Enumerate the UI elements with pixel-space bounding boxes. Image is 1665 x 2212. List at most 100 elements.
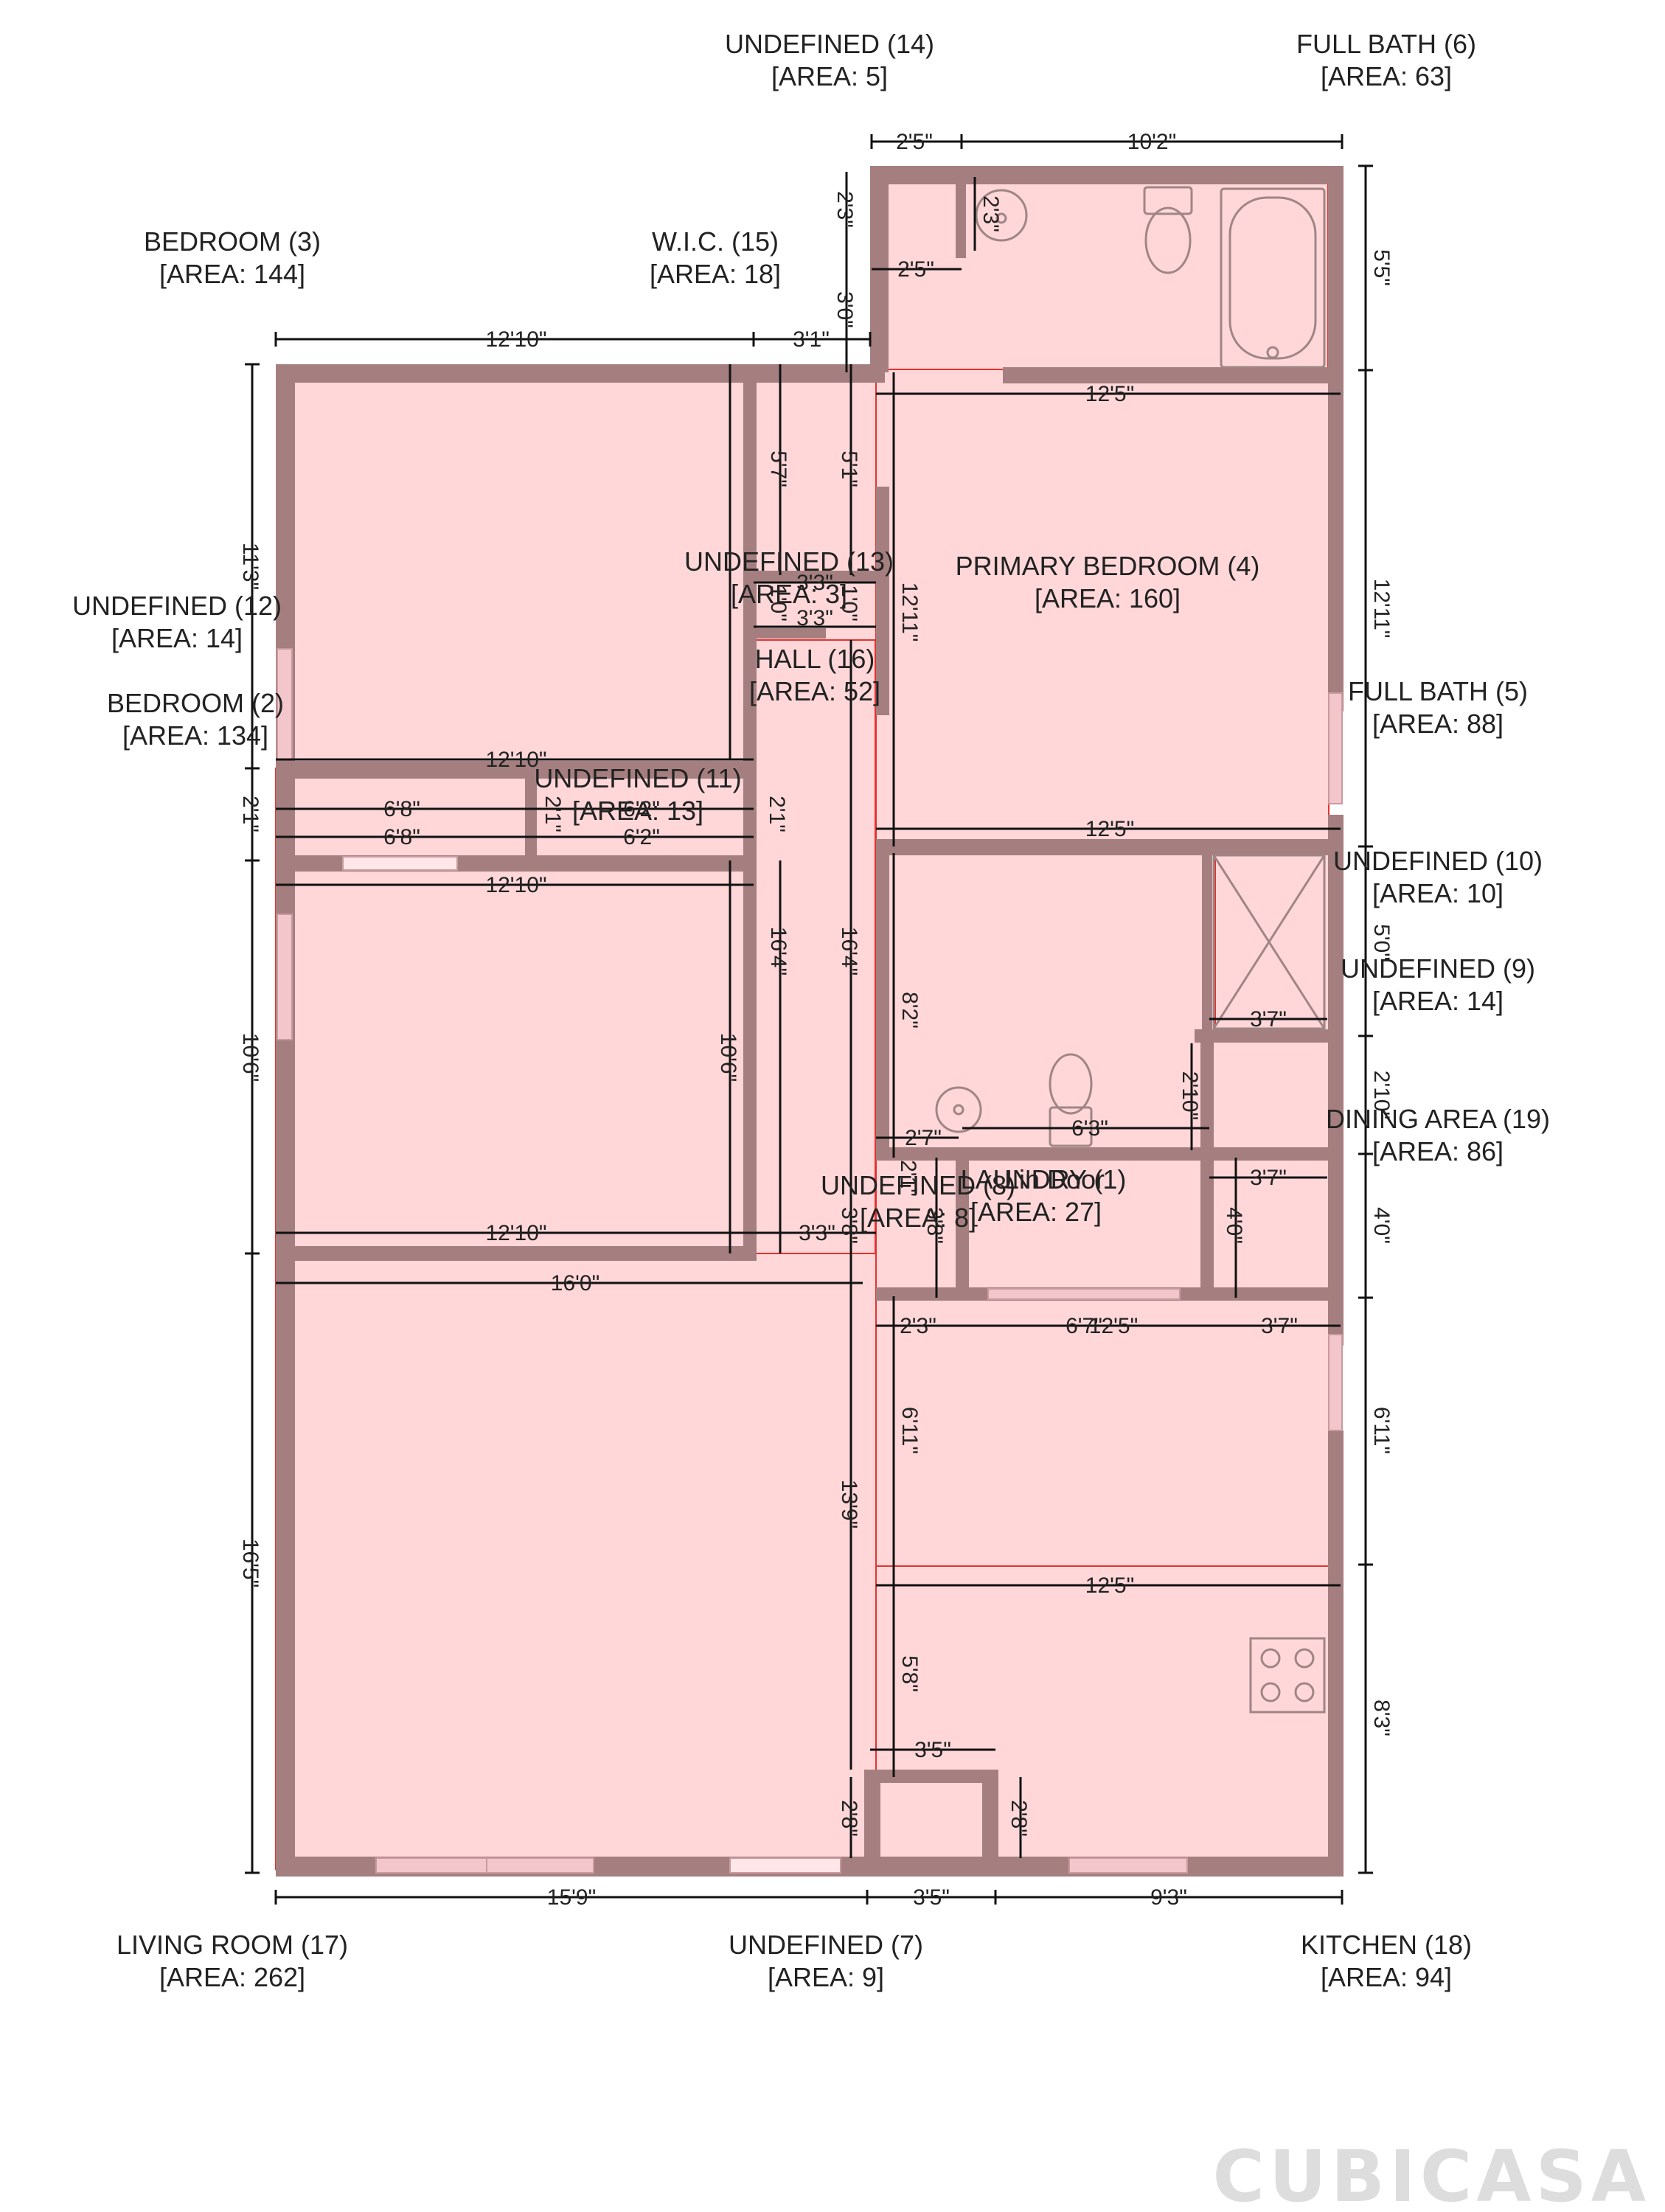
- primary-bedroom-4-area: [875, 369, 1329, 847]
- room-area: [AREA: 10]: [1372, 878, 1504, 908]
- room-labels: BEDROOM (3) [AREA: 144] W.I.C. (15) [ARE…: [72, 29, 1550, 1992]
- room-label: BEDROOM (3): [144, 226, 321, 257]
- sink-2-icon: [935, 1086, 982, 1133]
- bedroom-2-area: [275, 860, 754, 1254]
- room-label: PRIMARY BEDROOM (4): [956, 551, 1260, 581]
- room-area: [AREA: 14]: [111, 623, 243, 653]
- window-dining-east: [1328, 1334, 1343, 1431]
- dim-label: 2'3": [832, 191, 857, 228]
- undefined-10-area: [1214, 852, 1334, 1036]
- room-area: [AREA: 160]: [1035, 583, 1181, 613]
- room-area: [AREA: 18]: [650, 259, 781, 289]
- dim-label: 12'5": [1089, 1314, 1138, 1338]
- dim-label: 2'5": [896, 130, 933, 154]
- dim-label: 2'7": [905, 1126, 942, 1150]
- room-area: [AREA: 8]: [860, 1203, 976, 1233]
- dim-label: 5'8": [897, 1655, 922, 1692]
- window-laundry: [987, 1288, 1181, 1300]
- wall-b2-south: [276, 1246, 757, 1261]
- wall-east-lower: [1328, 1430, 1344, 1877]
- dim-label: 2'3": [900, 1314, 936, 1338]
- dim-label: 12'10": [485, 873, 546, 897]
- shower-icon: [1212, 854, 1326, 1030]
- wall-north-main: [276, 364, 885, 383]
- door-label: Lin Door: [1004, 1164, 1105, 1194]
- wall-u9-west: [1200, 1029, 1214, 1298]
- dim-label: 2'5": [897, 257, 934, 282]
- room-label: UNDEFINED (11): [534, 763, 741, 793]
- dim-label: 3'5": [913, 1885, 950, 1910]
- dim-label: 3'8": [922, 1207, 947, 1244]
- room-label: KITCHEN (18): [1301, 1930, 1472, 1960]
- room-area: [AREA: 9]: [768, 1962, 884, 1992]
- dining-area-19-area: [875, 1295, 1329, 1567]
- wall-b3-south: [276, 761, 757, 779]
- dim-label: 13'9": [837, 1480, 861, 1528]
- room-fills: [275, 171, 1334, 1870]
- room-label: LAUNDRY (1): [961, 1164, 1127, 1194]
- room-area: [AREA: 134]: [122, 720, 268, 751]
- dim-label: 15'9": [547, 1885, 596, 1910]
- dim-label: 2'1": [238, 796, 263, 832]
- room-label: W.I.C. (15): [652, 226, 779, 257]
- hall-16-area: [753, 639, 876, 1254]
- dim-label: 12'11": [897, 582, 922, 642]
- window-b2: [277, 914, 293, 1040]
- dim-label: 12'5": [1085, 1573, 1134, 1598]
- wall-hall-east-upper: [876, 487, 889, 715]
- dim-label: 2'1": [896, 1160, 920, 1197]
- room-label: UNDEFINED (9): [1341, 953, 1535, 984]
- dim-label: 3'3": [799, 1221, 835, 1245]
- dim-label: 11'3": [238, 543, 263, 590]
- dim-label: 16'0": [551, 1271, 599, 1295]
- room-area: [AREA: 27]: [970, 1197, 1102, 1227]
- dim-label: 10'6": [238, 1033, 263, 1082]
- wall-bath-south: [1003, 367, 1344, 383]
- dim-label: 3'0": [832, 291, 857, 328]
- room-area: [AREA: 86]: [1372, 1136, 1504, 1166]
- room-area: [AREA: 262]: [159, 1962, 305, 1992]
- dim-label: 6'7": [1066, 1314, 1102, 1338]
- wall-pb-south: [876, 839, 1344, 855]
- wall-fb5-shower-west: [1202, 855, 1212, 1040]
- wall-u7-east: [982, 1770, 998, 1877]
- dim-label: 6'8": [383, 825, 420, 849]
- dim-label: 8'3": [1369, 1700, 1394, 1736]
- dim-label: 4'0": [1222, 1207, 1246, 1244]
- dim-label: 16'4": [837, 927, 861, 975]
- dim-label: 3'3": [796, 571, 833, 595]
- undefined-9-area: [1209, 1039, 1329, 1158]
- wall-u9-top: [1195, 1029, 1344, 1043]
- wall-hall-east-mid: [876, 841, 889, 1158]
- dim-label: 1'0": [766, 585, 790, 622]
- toilet-icon: [1143, 186, 1193, 274]
- room-area: [AREA: 3]: [731, 579, 847, 609]
- room-area: [AREA: 13]: [572, 796, 703, 826]
- dim-label: 5'7": [766, 451, 790, 487]
- door-u12-gap: [342, 856, 458, 871]
- room-area: [AREA: 52]: [749, 676, 880, 706]
- room-area: [AREA: 144]: [159, 259, 305, 289]
- undefined-12-area: [275, 768, 532, 861]
- dim-label: 6'2": [623, 797, 660, 821]
- room-label: HALL (16): [755, 644, 875, 674]
- dim-label: 6'11": [897, 1407, 922, 1454]
- dim-label: 5'5": [1369, 249, 1394, 286]
- room-area: [AREA: 14]: [1372, 986, 1504, 1016]
- room-label: FULL BATH (6): [1296, 29, 1476, 59]
- dim-label: 2'8": [1007, 1800, 1031, 1837]
- wall-b14-vert: [956, 177, 966, 258]
- dimension-lines: [245, 134, 1373, 1905]
- dim-label: 5'1": [837, 451, 861, 487]
- window-kitchen: [1068, 1857, 1188, 1874]
- room-area: [AREA: 88]: [1372, 709, 1504, 739]
- dim-label: 5'0": [1369, 924, 1394, 961]
- wall-laundry-west: [956, 1158, 969, 1299]
- dim-label: 2'10": [1369, 1071, 1394, 1119]
- dim-label: 3'7": [1250, 1007, 1287, 1032]
- full-bath-5-area: [875, 846, 1212, 1155]
- wall-u7-west: [864, 1770, 880, 1877]
- full-bath-6-area: [877, 171, 1329, 370]
- window-lr-2: [486, 1857, 594, 1874]
